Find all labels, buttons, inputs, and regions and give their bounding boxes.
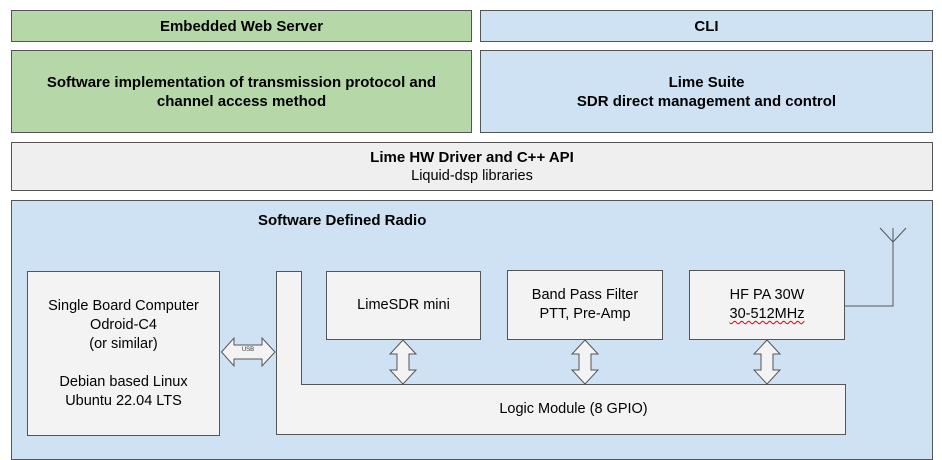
embedded-web-server-box: Embedded Web Server	[11, 10, 472, 42]
bandpass-logic-arrow	[570, 339, 600, 385]
lime-suite-subtitle: SDR direct management and control	[576, 92, 837, 110]
lime-suite-box: Lime Suite SDR direct management and con…	[480, 50, 933, 133]
sbc-line-1: Single Board Computer	[48, 297, 199, 314]
embedded-web-server-label: Embedded Web Server	[159, 17, 324, 35]
bandpass-filter-line-2: PTT, Pre-Amp	[539, 306, 631, 322]
antenna-icon	[845, 227, 907, 307]
sbc-line-5: Debian based Linux	[59, 373, 188, 390]
sdr-title: Software Defined Radio	[258, 212, 427, 229]
sbc-box: Single Board Computer Odroid-C4 (or simi…	[27, 271, 220, 436]
cli-box: CLI	[480, 10, 933, 42]
usb-label: USB	[241, 347, 255, 353]
limesdr-logic-arrow	[388, 339, 418, 385]
software-implementation-line-2: channel access method	[156, 92, 327, 110]
limesdr-mini-box: LimeSDR mini	[326, 271, 481, 340]
lime-suite-title: Lime Suite	[668, 73, 745, 91]
bandpass-filter-box: Band Pass Filter PTT, Pre-Amp	[507, 270, 663, 340]
sbc-line-3: (or similar)	[89, 335, 158, 352]
bandpass-filter-line-1: Band Pass Filter	[531, 287, 639, 303]
software-implementation-box: Software implementation of transmission …	[11, 50, 472, 133]
logic-module-shape	[276, 271, 846, 435]
hf-pa-line-1: HF PA 30W	[729, 287, 805, 303]
hfpa-logic-arrow	[752, 339, 782, 385]
logic-module-label: Logic Module (8 GPIO)	[499, 401, 648, 417]
usb-arrow	[220, 336, 276, 368]
sbc-line-2: Odroid-C4	[90, 316, 157, 333]
driver-box: Lime HW Driver and C++ API Liquid-dsp li…	[11, 142, 933, 191]
sdr-connections	[220, 227, 907, 435]
sbc-line-6: Ubuntu 22.04 LTS	[65, 392, 182, 409]
cli-label: CLI	[694, 17, 719, 35]
driver-title: Lime HW Driver and C++ API	[370, 148, 574, 166]
software-implementation-line-1: Software implementation of transmission …	[46, 73, 437, 91]
hf-pa-box: HF PA 30W 30-512MHz	[689, 270, 845, 340]
hf-pa-line-2: 30-512MHz	[729, 306, 805, 322]
driver-subtitle: Liquid-dsp libraries	[411, 167, 533, 184]
limesdr-mini-label: LimeSDR mini	[357, 297, 450, 313]
